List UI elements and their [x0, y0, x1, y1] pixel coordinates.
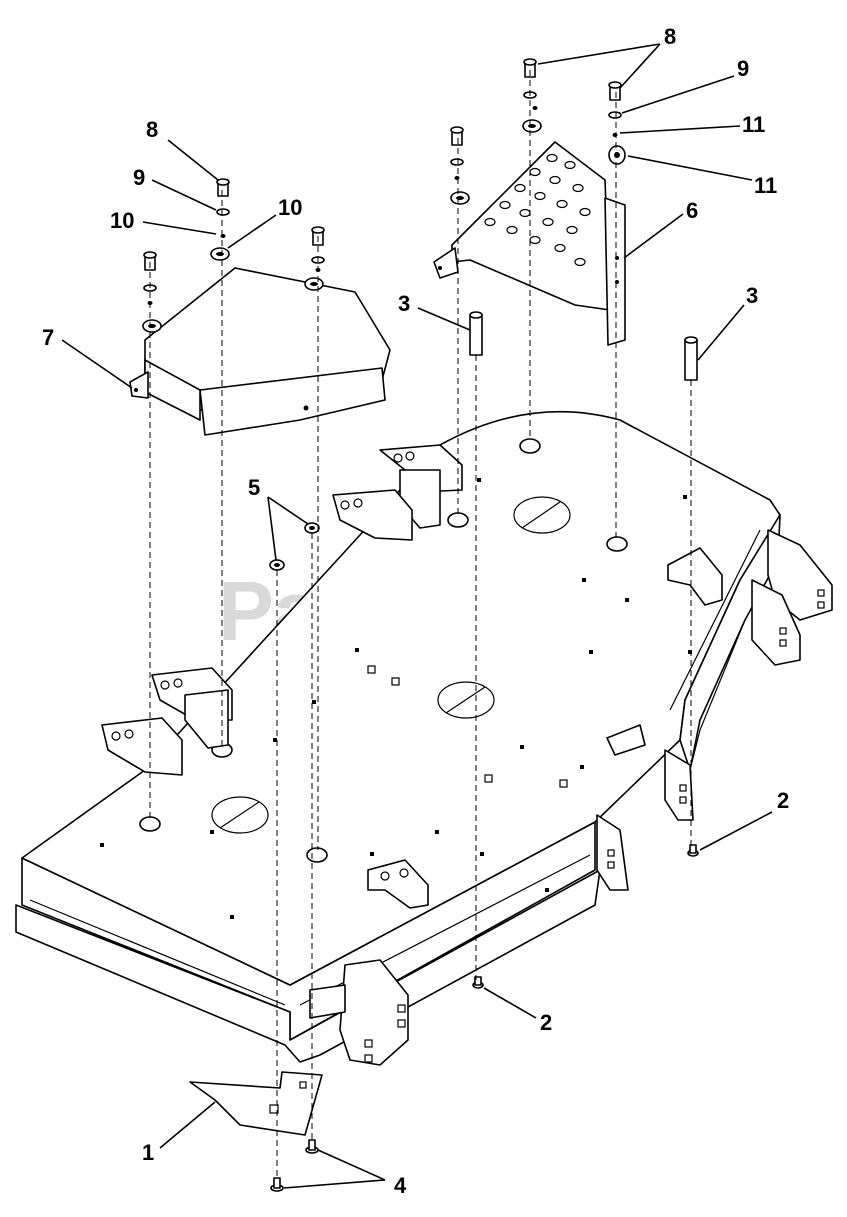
callout-3: 3	[398, 291, 410, 316]
callout-3: 3	[746, 283, 758, 308]
hardware-stacks	[142, 58, 699, 1192]
leader-lines	[61, 43, 773, 1189]
callout-7: 7	[42, 325, 54, 350]
baffle	[189, 1071, 323, 1136]
callout-9: 9	[737, 56, 749, 81]
callout-11: 11	[754, 173, 777, 198]
left-shield	[129, 267, 391, 436]
spindle-openings	[211, 496, 571, 834]
callout-6: 6	[686, 198, 698, 223]
callout-4: 4	[394, 1173, 407, 1198]
callout-10: 10	[110, 208, 134, 233]
callout-11: 10	[278, 195, 302, 220]
callout-5: 5	[248, 475, 260, 500]
callout-2: 2	[540, 1010, 552, 1035]
callout-1: 1	[142, 1140, 154, 1165]
right-shield	[433, 141, 626, 346]
deck-spacers	[139, 438, 628, 863]
deck-holes	[100, 478, 692, 919]
callout-2: 2	[777, 788, 789, 813]
callout-10: 11	[742, 112, 765, 137]
side-hitch-plates	[309, 529, 833, 1066]
callout-labels: 8 9 11 11 6 3 3 8 9 10 10 7 5 2 2 1 4	[42, 24, 789, 1198]
alignment-lines	[149, 70, 692, 1180]
callout-8: 8	[664, 24, 676, 49]
callout-8: 8	[146, 117, 158, 142]
deck-brackets	[101, 444, 723, 909]
callout-9: 9	[133, 165, 145, 190]
